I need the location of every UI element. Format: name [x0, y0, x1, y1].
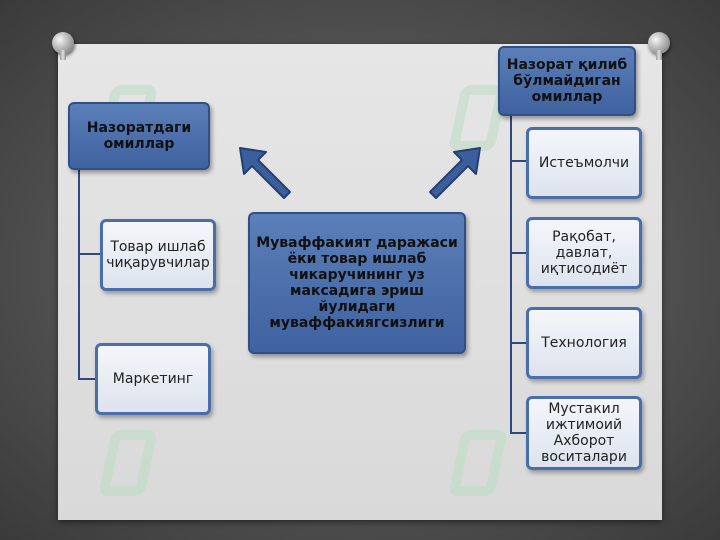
right-item-label: Технология [541, 334, 627, 351]
right-item-box: Рақобат, давлат, иқтисодиёт [526, 217, 642, 289]
pushpin-left-icon [52, 32, 74, 60]
right-item-label: Рақобат, давлат, иқтисодиёт [540, 228, 628, 278]
right-tree-branch [510, 342, 526, 344]
right-tree-trunk [510, 115, 512, 433]
pushpin-right-icon [648, 32, 670, 60]
right-item-label: Истеъмолчи [538, 154, 630, 171]
left-header-label: Назоратдаги омиллар [86, 119, 192, 152]
right-tree-branch [510, 160, 526, 162]
right-item-box: Мустакил ижтимоий Ахборот воситалари [526, 396, 642, 470]
right-item-box: Технология [526, 307, 642, 379]
right-tree-branch [510, 252, 526, 254]
right-header-box: Назорат қилиб бўлмайдиган омиллар [498, 46, 636, 116]
left-item-box: Маркетинг [95, 343, 211, 415]
left-item-box: Товар ишлаб чиқарувчилар [100, 219, 216, 291]
right-item-label: Мустакил ижтимоий Ахборот воситалари [541, 400, 627, 466]
arrow-up-left-icon [239, 147, 291, 199]
right-tree-branch [510, 432, 526, 434]
center-label: Муваффакият даражаси ёки товар ишлаб чик… [256, 234, 458, 332]
left-tree-branch [78, 378, 96, 380]
arrow-up-right-icon [429, 147, 481, 199]
right-header-label: Назорат қилиб бўлмайдиган омиллар [506, 56, 628, 106]
left-item-label: Товар ишлаб чиқарувчилар [106, 238, 210, 271]
right-item-box: Истеъмолчи [526, 127, 642, 199]
left-tree-trunk [78, 170, 80, 380]
left-item-label: Маркетинг [112, 370, 194, 387]
left-header-box: Назоратдаги омиллар [68, 102, 210, 170]
center-box: Муваффакият даражаси ёки товар ишлаб чик… [248, 212, 466, 354]
left-tree-branch [78, 253, 100, 255]
